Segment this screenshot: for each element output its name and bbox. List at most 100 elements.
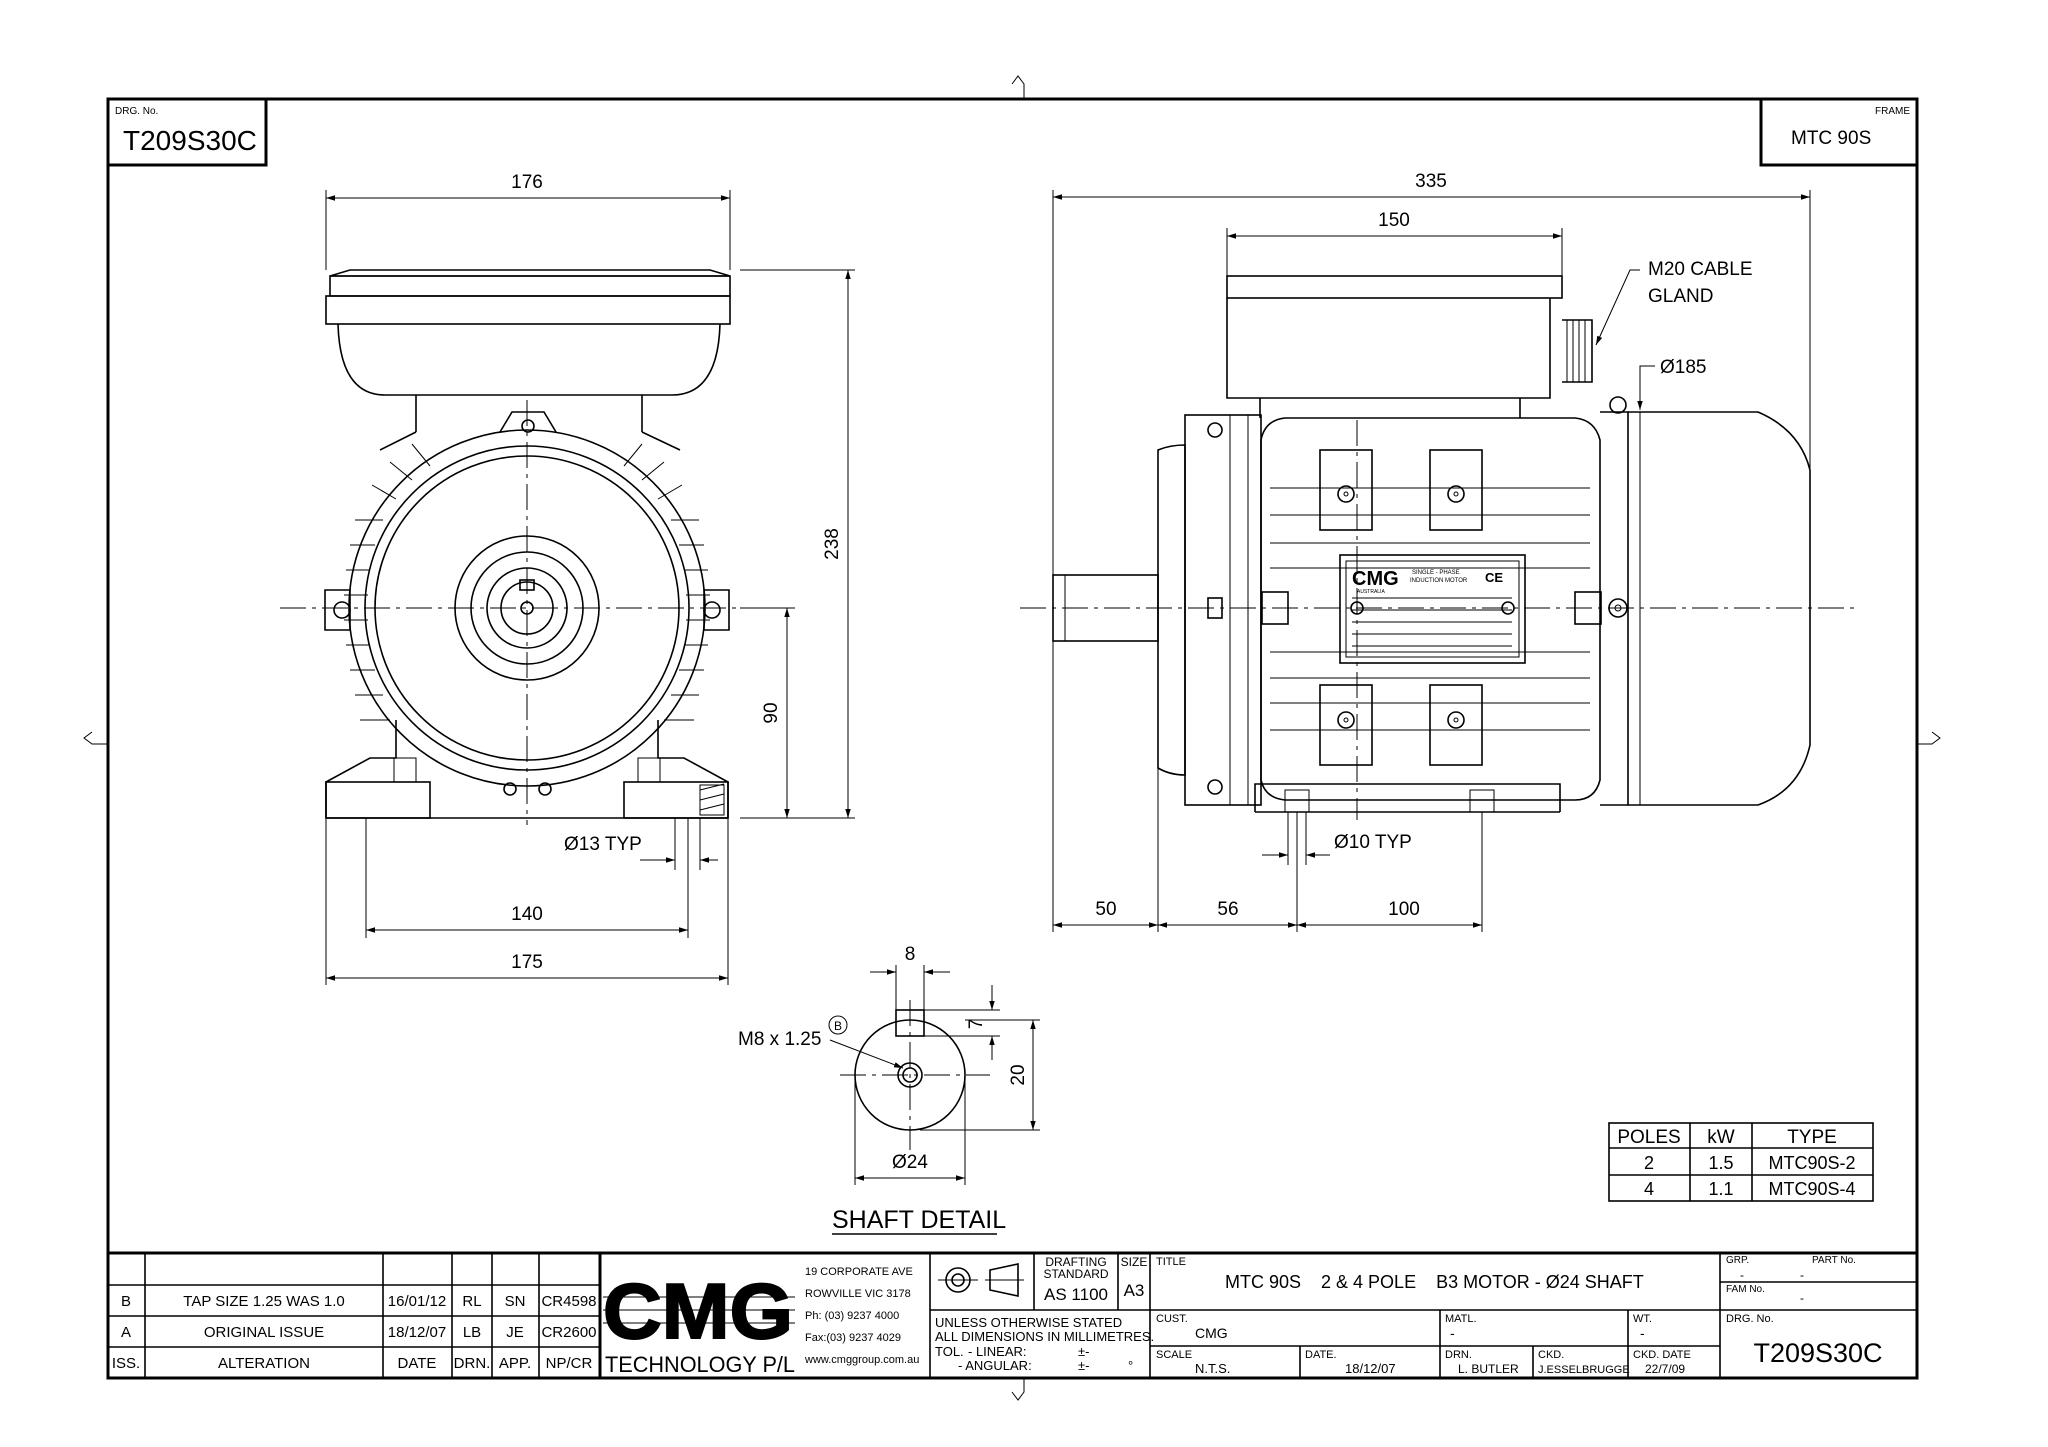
- poles-row1-type: MTC90S-2: [1768, 1153, 1855, 1173]
- drg-no-box: DRG. No. T209S30C: [108, 99, 268, 167]
- poles-header-type: TYPE: [1787, 1127, 1837, 1148]
- tol-angular-unit: °: [1128, 1358, 1133, 1373]
- dim-shaft-length: 50: [1095, 899, 1116, 920]
- dim-foot-holes: 100: [1388, 899, 1420, 920]
- company-fax: Fax:(03) 9237 4029: [805, 1332, 901, 1344]
- company-address2: ROWVILLE VIC 3178: [805, 1288, 911, 1300]
- shaft-detail: 8 7 20 Ø24 M8 x 1.25 B SHAFT DETAIL: [738, 944, 1040, 1235]
- company-logo: CMG: [603, 1267, 793, 1355]
- shaft-diameter: Ø24: [892, 1152, 928, 1173]
- poles-header-poles: POLES: [1617, 1127, 1680, 1148]
- poles-row2-poles: 4: [1644, 1179, 1654, 1199]
- dim-hole-typ-front: Ø13 TYP: [564, 834, 642, 855]
- tol-linear: ±-: [1078, 1344, 1089, 1359]
- rev-b-npcr: CR4598: [541, 1293, 596, 1310]
- company-block: CMG TECHNOLOGY P/L 19 CORPORATE AVE ROWV…: [602, 1253, 931, 1378]
- poles-row1-poles: 2: [1644, 1153, 1654, 1173]
- drafting-block: DRAFTING STANDARD AS 1100 SIZE A3 UNLESS…: [930, 1253, 1154, 1378]
- nameplate: CMG AUSTRALIA SINGLE - PHASE INDUCTION M…: [1339, 554, 1526, 664]
- sheet-border: [106, 97, 1919, 1380]
- dim-shaft-to-foot: 56: [1217, 899, 1238, 920]
- ckd-date-label: CKD. DATE: [1633, 1349, 1691, 1361]
- poles-header-kw: kW: [1707, 1127, 1735, 1148]
- nameplate-ce: CE: [1485, 570, 1503, 585]
- dim-shaft-height: 90: [761, 702, 782, 723]
- frame-label: FRAME: [1875, 106, 1910, 117]
- matl-value: -: [1450, 1325, 1455, 1341]
- nameplate-line2: INDUCTION MOTOR: [1410, 578, 1468, 584]
- cooling-fins: [344, 443, 710, 721]
- company-web: www.cmggroup.com.au: [804, 1354, 919, 1366]
- tol-angular: ±-: [1078, 1358, 1089, 1373]
- cust-label: CUST.: [1156, 1313, 1188, 1325]
- tol-angular-label: - ANGULAR:: [958, 1358, 1032, 1373]
- poles-row1-kw: 1.5: [1708, 1153, 1733, 1173]
- dim-hole-typ-side: Ø10 TYP: [1334, 832, 1412, 853]
- wt-label: WT.: [1633, 1313, 1652, 1325]
- rev-a-alteration: ORIGINAL ISSUE: [204, 1324, 324, 1341]
- drg-no-bottom: T209S30C: [1753, 1338, 1882, 1368]
- rev-a-npcr: CR2600: [541, 1324, 596, 1341]
- nameplate-line1: SINGLE - PHASE: [1412, 570, 1460, 576]
- date-label: DATE.: [1305, 1349, 1337, 1361]
- rev-header-npcr: NP/CR: [546, 1355, 593, 1372]
- drn-label: DRN.: [1445, 1349, 1472, 1361]
- nameplate-sub: AUSTRALIA: [1357, 589, 1385, 595]
- frame-value: MTC 90S: [1791, 128, 1871, 149]
- side-view: CMG AUSTRALIA SINGLE - PHASE INDUCTION M…: [1020, 171, 1855, 932]
- rev-a-drn: LB: [463, 1324, 481, 1341]
- shaft-key-depth: 7: [966, 1019, 987, 1030]
- grp-value: -: [1740, 1268, 1744, 1282]
- dim-foot-width: 175: [511, 952, 543, 973]
- rev-b-app: SN: [505, 1293, 526, 1310]
- dim-height: 238: [822, 528, 843, 560]
- size-label: SIZE: [1121, 1255, 1148, 1269]
- rev-b-date: 16/01/12: [388, 1293, 446, 1310]
- fam-no-label: FAM No.: [1726, 1284, 1765, 1295]
- drg-no-label-bottom: DRG. No.: [1726, 1313, 1774, 1325]
- title-label: TITLE: [1156, 1256, 1186, 1268]
- rev-header-date: DATE: [398, 1355, 437, 1372]
- cust-value: CMG: [1195, 1325, 1228, 1341]
- tol-linear-label: - LINEAR:: [968, 1344, 1027, 1359]
- dim-overall-length: 335: [1415, 171, 1447, 192]
- cable-gland-line1: M20 CABLE: [1648, 259, 1753, 280]
- drafting-standard: AS 1100: [1044, 1285, 1108, 1304]
- size-value: A3: [1124, 1281, 1145, 1300]
- title-block: B TAP SIZE 1.25 WAS 1.0 16/01/12 RL SN C…: [108, 1251, 1917, 1378]
- poles-table: POLES kW TYPE 2 1.5 MTC90S-2 4 1.1 MTC90…: [1608, 1122, 1874, 1202]
- drg-no-label: DRG. No.: [115, 106, 158, 117]
- ckd-date-value: 22/7/09: [1645, 1362, 1685, 1376]
- ckd-value: J.ESSELBRUGGE: [1538, 1364, 1630, 1376]
- dim-flange-dia: Ø185: [1660, 357, 1706, 378]
- dim-top-width: 176: [511, 172, 543, 193]
- grp-label: GRP.: [1726, 1255, 1749, 1266]
- note-line1: UNLESS OTHERWISE STATED: [935, 1315, 1122, 1330]
- drg-no-top: T209S30C: [123, 125, 257, 156]
- rev-header-app: APP.: [499, 1355, 531, 1372]
- rev-b-iss: B: [121, 1293, 131, 1310]
- poles-row2-type: MTC90S-4: [1768, 1179, 1855, 1199]
- drawing-title: MTC 90S 2 & 4 POLE B3 MOTOR - Ø24 SHAFT: [1225, 1272, 1644, 1292]
- rev-a-app: JE: [506, 1324, 524, 1341]
- drn-value: L. BUTLER: [1458, 1362, 1519, 1376]
- revision-table: B TAP SIZE 1.25 WAS 1.0 16/01/12 RL SN C…: [108, 1253, 602, 1378]
- dim-terminal-box: 150: [1378, 210, 1410, 231]
- fam-no-value: -: [1800, 1291, 1804, 1305]
- note-line2: ALL DIMENSIONS IN MILLIMETRES.: [935, 1329, 1154, 1344]
- frame-box: FRAME MTC 90S: [1759, 99, 1917, 167]
- rev-header-drn: DRN.: [454, 1355, 491, 1372]
- drafting-label1: DRAFTING: [1045, 1255, 1106, 1269]
- ckd-label: CKD.: [1538, 1349, 1564, 1361]
- scale-label: SCALE: [1156, 1349, 1192, 1361]
- drafting-label2: STANDARD: [1043, 1267, 1108, 1281]
- shaft-centre-height: 20: [1008, 1064, 1029, 1085]
- cable-gland-line2: GLAND: [1648, 286, 1713, 307]
- nameplate-brand: CMG: [1352, 568, 1399, 590]
- dim-foot-centers: 140: [511, 904, 543, 925]
- shaft-key-width: 8: [905, 944, 916, 965]
- company-address1: 19 CORPORATE AVE: [805, 1266, 913, 1278]
- part-no-label: PART No.: [1812, 1255, 1856, 1266]
- rev-b-alteration: TAP SIZE 1.25 WAS 1.0: [183, 1293, 344, 1310]
